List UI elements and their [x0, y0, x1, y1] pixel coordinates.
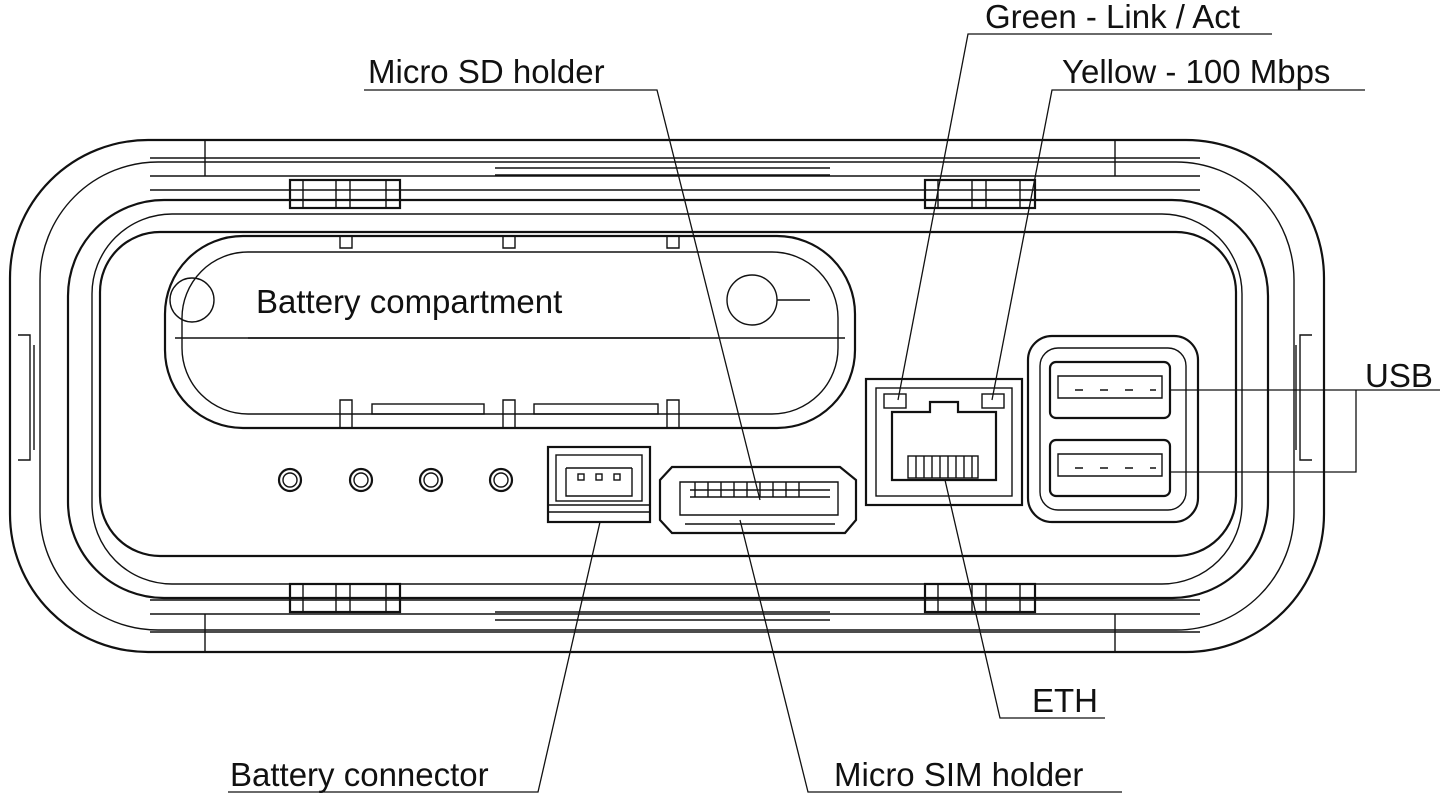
clip-top-right [923, 178, 1037, 210]
usb-ports[interactable] [1026, 334, 1200, 524]
label-battery-connector: Battery connector [230, 756, 489, 793]
label-yellow-100mbps: Yellow - 100 Mbps [1062, 53, 1330, 90]
battery-connector[interactable] [546, 445, 652, 524]
label-micro-sim-holder: Micro SIM holder [834, 756, 1083, 793]
label-eth: ETH [1032, 682, 1098, 719]
clip-top-left [288, 178, 402, 210]
enclosure-outline [8, 138, 1326, 654]
label-usb: USB [1365, 357, 1433, 394]
ethernet-port[interactable] [864, 377, 1024, 507]
led-indicators [277, 467, 514, 493]
clip-bottom-left [288, 582, 402, 614]
label-micro-sd-holder: Micro SD holder [368, 53, 605, 90]
sd-sim-holder[interactable] [658, 465, 858, 535]
label-green-link-act: Green - Link / Act [985, 0, 1240, 35]
leader-lines [228, 33, 1440, 793]
battery-compartment[interactable] [163, 234, 857, 430]
label-battery-compartment: Battery compartment [256, 283, 562, 320]
